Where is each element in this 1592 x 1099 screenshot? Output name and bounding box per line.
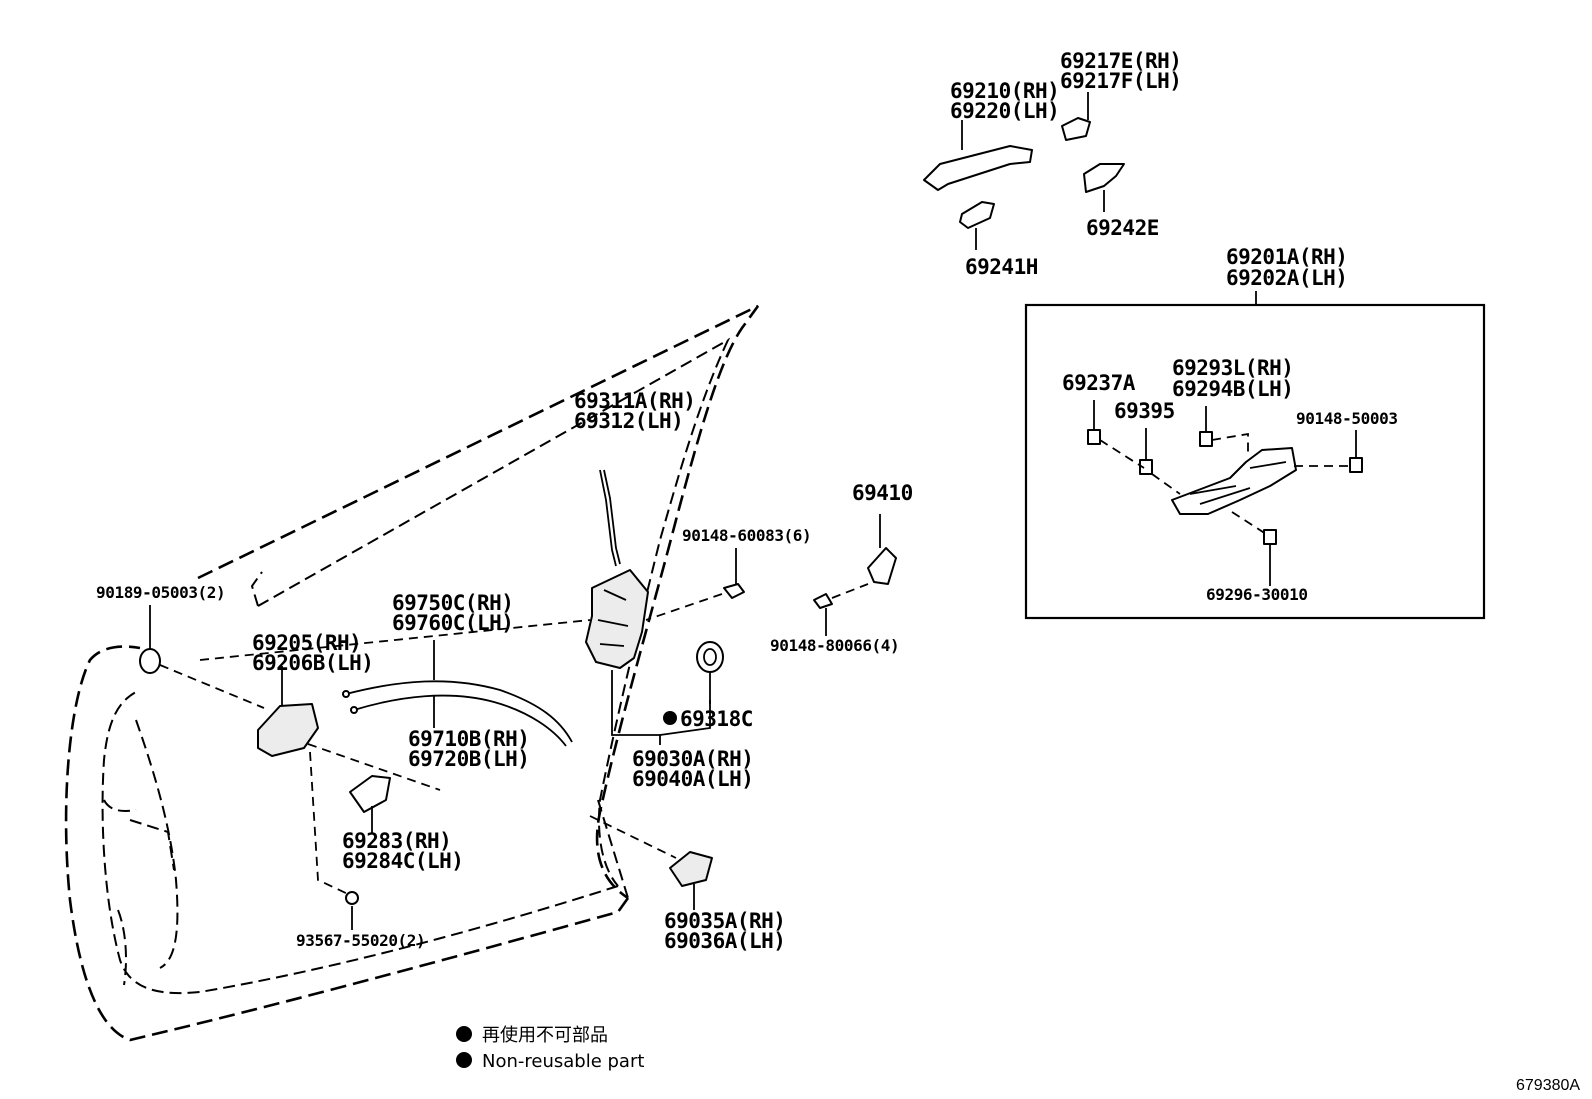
legend-bullet-en: [456, 1052, 472, 1068]
handle-cover: [1061, 117, 1091, 141]
inner-handle-bezel: [349, 775, 391, 813]
label-screw-55020: 93567-55020(2): [296, 931, 425, 950]
label-seal: 69318C: [680, 707, 753, 731]
handle-pad-front: [959, 201, 995, 229]
label-lock-rh: 69030A(RH): [632, 747, 753, 771]
legend-bullet-ja: [456, 1026, 472, 1042]
lock-cable-lower: [353, 694, 567, 747]
outer-door-handle: [923, 145, 1033, 191]
frame-bolt: [1263, 529, 1277, 545]
label-screw-30010: 69296-30010: [1206, 585, 1308, 604]
legend-text-en: Non-reusable part: [482, 1051, 644, 1072]
label-outer-handle-lh: 69220(LH): [950, 99, 1059, 123]
label-cover-lh: 69217F(LH): [1060, 69, 1181, 93]
trim-clip: [139, 648, 161, 674]
outer-handle-group: [923, 92, 1125, 250]
label-inner-handle-lh: 69206B(LH): [252, 651, 373, 675]
label-rod-rh: 69311A(RH): [574, 389, 695, 413]
label-cover-rh: 69217E(RH): [1060, 49, 1181, 73]
label-rod-lh: 69312(LH): [574, 409, 683, 433]
label-bezel-rh: 69283(RH): [342, 829, 451, 853]
lock-seal: [696, 641, 724, 673]
label-bezel-lh: 69284C(LH): [342, 849, 463, 873]
non-reusable-marker: [663, 711, 677, 725]
frame-screw: [1349, 457, 1363, 473]
label-screw-60083: 90148-60083(6): [682, 526, 811, 545]
label-outer-handle-rh: 69210(RH): [950, 79, 1059, 103]
spring-part: [1087, 429, 1101, 445]
legend: 再使用不可部品 Non-reusable part: [456, 1025, 644, 1072]
handle-frame: [1171, 447, 1297, 515]
striker-screw: [813, 593, 833, 609]
label-spring: 69237A: [1062, 371, 1136, 395]
label-screw-50003: 90148-50003: [1296, 409, 1398, 428]
label-cable-a-lh: 69760C(LH): [392, 611, 513, 635]
label-striker: 69410: [852, 481, 913, 505]
frame-assembly-box: [1024, 303, 1486, 620]
label-cable-b-rh: 69710B(RH): [408, 727, 529, 751]
label-frame-lh: 69202A(LH): [1226, 266, 1347, 290]
door-striker: [867, 547, 897, 585]
part-labels: 69217E(RH) 69217F(LH) 69210(RH) 69220(LH…: [96, 49, 1398, 953]
lever-part: [1199, 431, 1213, 447]
label-frame-rh: 69201A(RH): [1226, 245, 1347, 269]
label-pad-rear: 69242E: [1086, 216, 1159, 240]
label-cable-b-lh: 69720B(LH): [408, 747, 529, 771]
label-69395: 69395: [1114, 399, 1175, 423]
diagram-reference-code: 679380A: [1516, 1077, 1580, 1094]
label-lock-lh: 69040A(LH): [632, 767, 753, 791]
handle-pad-rear: [1083, 163, 1125, 193]
handle-screw: [345, 891, 359, 905]
inner-door-handle: [257, 703, 319, 757]
label-screw-80066: 90148-80066(4): [770, 636, 899, 655]
label-inner-handle-rh: 69205(RH): [252, 631, 361, 655]
lock-cable-upper: [345, 680, 573, 743]
door-lock-parts: [139, 469, 897, 930]
label-lever-rh: 69293L(RH): [1172, 356, 1293, 380]
lock-cover: [669, 851, 713, 887]
label-pad-front: 69241H: [965, 255, 1038, 279]
legend-text-ja: 再使用不可部品: [482, 1025, 608, 1046]
label-cable-a-rh: 69750C(RH): [392, 591, 513, 615]
handle-frame-box: [1024, 291, 1486, 620]
lock-rod: [603, 469, 621, 565]
label-clip-05003: 90189-05003(2): [96, 583, 225, 602]
label-lever-lh: 69294B(LH): [1172, 377, 1293, 401]
label-cover-rh: 69035A(RH): [664, 909, 785, 933]
label-cover-lh: 69036A(LH): [664, 929, 785, 953]
lock-screw: [723, 583, 745, 599]
